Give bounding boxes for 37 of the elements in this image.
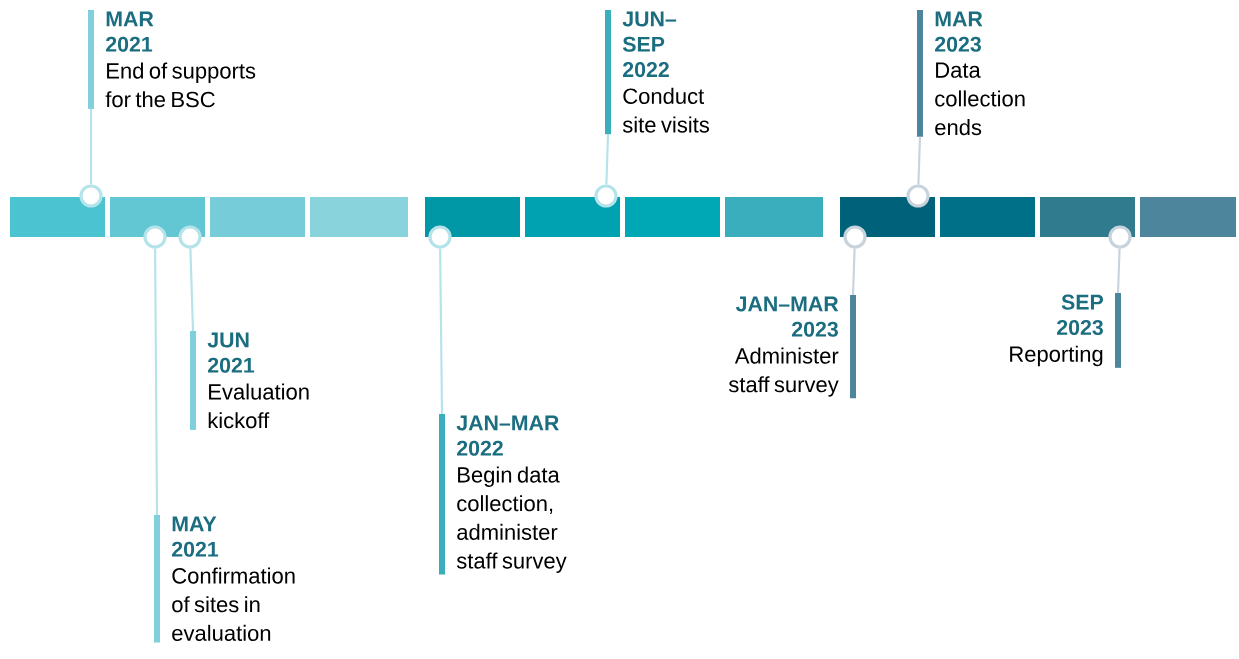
milestone-marker — [79, 184, 103, 208]
date-label: JUN 2021 — [207, 332, 255, 373]
milestone-description: Administer staff survey — [728, 347, 839, 397]
milestone-callout — [917, 10, 1025, 137]
milestone-description: Data collection ends — [935, 62, 1025, 136]
leader-line — [154, 248, 159, 515]
leader-line — [917, 136, 922, 185]
milestone-description: Evaluation kickoff — [208, 383, 309, 429]
leader-line — [851, 248, 856, 296]
milestone-marker — [843, 225, 867, 249]
milestone-marker — [1108, 225, 1132, 249]
date-label: JAN–MAR 2022 — [456, 415, 559, 456]
milestone-description: Reporting — [1010, 345, 1103, 367]
date-label: JUN–SEP 2022 — [622, 11, 677, 78]
milestone-marker — [906, 184, 930, 208]
date-label: MAY 2021 — [172, 516, 219, 557]
date-label: SEP 2023 — [1057, 294, 1103, 336]
milestone-description: End of supports for the BSC — [105, 62, 256, 108]
date-label: MAR 2023 — [935, 11, 983, 52]
milestone-marker — [594, 184, 618, 208]
leader-line — [189, 248, 195, 332]
leader-line — [439, 248, 444, 414]
milestone-marker — [428, 225, 452, 249]
leader-line — [605, 134, 610, 185]
leader-line — [89, 108, 93, 185]
leader-line — [1116, 248, 1121, 294]
milestone-description: Begin data collection, administer staff survey — [456, 466, 567, 573]
date-label: MAR 2021 — [106, 11, 154, 52]
date-label: JAN–MAR 2023 — [735, 296, 839, 337]
milestone-description: Confirmation of sites in evaluation — [172, 567, 295, 641]
milestone-callout — [190, 331, 309, 430]
milestone-description: Conduct site visits — [622, 87, 709, 133]
milestone-marker — [143, 225, 167, 249]
milestone-callout — [605, 10, 709, 135]
milestone-callout — [88, 10, 256, 109]
milestone-callout — [1010, 293, 1121, 368]
milestone-marker — [178, 225, 202, 249]
